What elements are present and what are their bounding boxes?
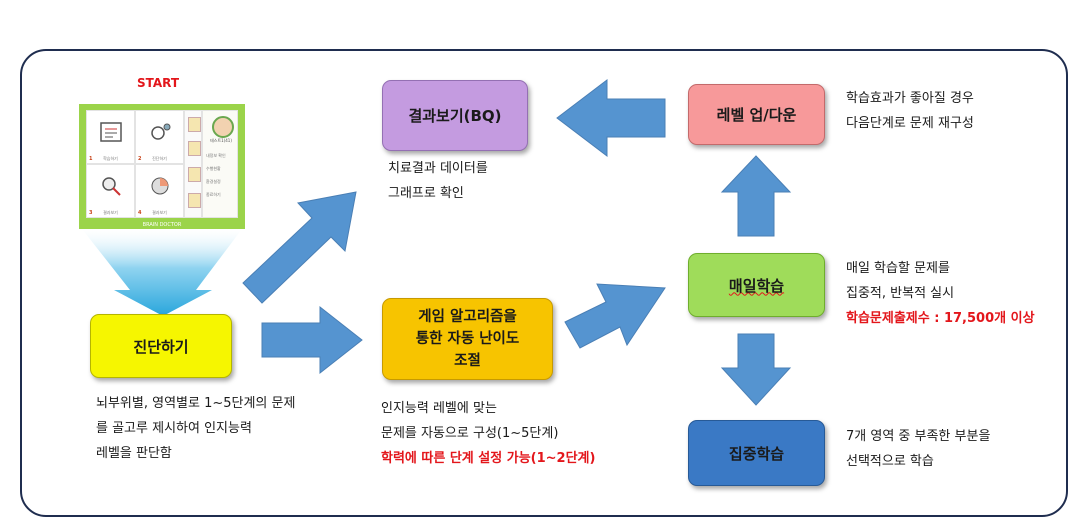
arrow-diagnosis-to-game (261, 305, 363, 375)
box-level-label: 레벨 업/다운 (716, 106, 797, 124)
text-daily-line: 매일 학습할 문제를 (846, 261, 950, 276)
text-daily-line: 집중적, 반복적 실시 (846, 286, 955, 301)
arrow-daily-to-focus (720, 333, 792, 406)
funnel-arrow (82, 229, 242, 316)
card-icon (188, 141, 201, 156)
thumb-tile-num: 2 (138, 156, 142, 162)
text-result-line: 그래프로 확인 (388, 186, 464, 201)
box-result-label: 결과보기(BQ) (408, 107, 502, 125)
thumb-tile-caption: 결과보기 (152, 210, 167, 215)
box-focus-label: 집중학습 (728, 444, 785, 463)
thumb-icon-column (184, 110, 202, 218)
profile-name: 테스트1(41) (210, 138, 232, 143)
side-menu-item: 수행현황 (206, 166, 221, 171)
thumb-tile-num: 3 (89, 210, 93, 216)
magnifier-icon (101, 177, 121, 196)
arrow-level-to-result (556, 78, 666, 158)
thumb-tile-caption: 결과보기 (103, 210, 118, 215)
box-game-line: 조절 (454, 353, 481, 369)
thumb-tile-3: 3 결과보기 (86, 164, 135, 218)
side-menu-item: 종료하기 (206, 192, 221, 197)
box-daily-label: 매일학습 (728, 276, 785, 295)
chart-icon (151, 177, 168, 195)
arrow-daily-to-level (720, 155, 792, 237)
text-diagnosis-line: 레벨을 판단함 (96, 446, 172, 461)
box-daily: 매일학습 (688, 253, 825, 317)
text-diagnosis-line: 를 골고루 제시하여 인지능력 (96, 421, 252, 436)
thumb-tile-caption: 학습하기 (103, 156, 118, 161)
text-diagnosis: 뇌부위별, 영역별로 1~5단계의 문제 를 골고루 제시하여 인지능력 레벨을… (96, 391, 295, 466)
arrow-diagnosis-to-result (242, 191, 357, 304)
box-game-line: 게임 알고리즘을 (418, 309, 517, 325)
thumb-tile-caption: 진단하기 (152, 156, 167, 161)
box-diagnosis-label: 진단하기 (133, 337, 189, 356)
box-level-updown: 레벨 업/다운 (688, 84, 825, 145)
text-result: 치료결과 데이터를 그래프로 확인 (388, 156, 488, 206)
thumb-footer-logo: BRAIN DOCTOR (142, 222, 182, 228)
stethoscope-icon (150, 123, 170, 140)
text-game-highlight: 학력에 따른 단계 설정 가능(1~2단계) (381, 451, 596, 466)
thumb-tile-4: 4 결과보기 (135, 164, 184, 218)
text-daily: 매일 학습할 문제를 집중적, 반복적 실시 학습문제출제수 : 17,500개… (846, 256, 1035, 331)
app-thumbnail: 1 학습하기 2 진단하기 3 결과보기 4 결과보기 테스트1(41) (79, 104, 245, 229)
card-icon (188, 167, 201, 182)
text-result-line: 치료결과 데이터를 (388, 161, 488, 176)
text-game: 인지능력 레벨에 맞는 문제를 자동으로 구성(1~5단계) 학력에 따른 단계… (381, 396, 595, 471)
text-level-line: 다음단계로 문제 재구성 (846, 116, 974, 131)
thumb-tile-num: 1 (89, 156, 93, 162)
text-level: 학습효과가 좋아질 경우 다음단계로 문제 재구성 (846, 86, 974, 136)
thumb-profile-panel: 테스트1(41) 내정보 확인 수행현황 환경설정 종료하기 (202, 110, 238, 218)
avatar (212, 116, 234, 138)
text-focus: 7개 영역 중 부족한 부분을 선택적으로 학습 (846, 424, 990, 474)
profile-side-menu: 내정보 확인 수행현황 환경설정 종료하기 (206, 149, 226, 201)
box-game-algorithm: 게임 알고리즘을 통한 자동 난이도 조절 (382, 298, 553, 380)
box-game-line: 통한 자동 난이도 (415, 331, 520, 347)
thumb-tile-2: 2 진단하기 (135, 110, 184, 164)
box-result: 결과보기(BQ) (382, 80, 528, 151)
text-level-line: 학습효과가 좋아질 경우 (846, 91, 974, 106)
box-focus: 집중학습 (688, 420, 825, 486)
text-game-line: 인지능력 레벨에 맞는 (381, 401, 497, 416)
text-diagnosis-line: 뇌부위별, 영역별로 1~5단계의 문제 (96, 396, 296, 411)
start-label: START (137, 76, 180, 90)
text-focus-line: 7개 영역 중 부족한 부분을 (846, 429, 991, 444)
thumb-tile-1: 1 학습하기 (86, 110, 135, 164)
text-daily-highlight: 학습문제출제수 : 17,500개 이상 (846, 311, 1035, 326)
side-menu-item: 내정보 확인 (206, 153, 226, 158)
clipboard-icon (99, 122, 122, 142)
card-icon (188, 117, 201, 132)
diagram-frame (20, 49, 1068, 517)
box-diagnosis: 진단하기 (90, 314, 232, 378)
card-icon (188, 193, 201, 208)
text-game-line: 문제를 자동으로 구성(1~5단계) (381, 426, 559, 441)
thumb-tile-num: 4 (138, 210, 142, 216)
text-focus-line: 선택적으로 학습 (846, 454, 934, 469)
side-menu-item: 환경설정 (206, 179, 221, 184)
arrow-game-to-daily (564, 283, 666, 349)
